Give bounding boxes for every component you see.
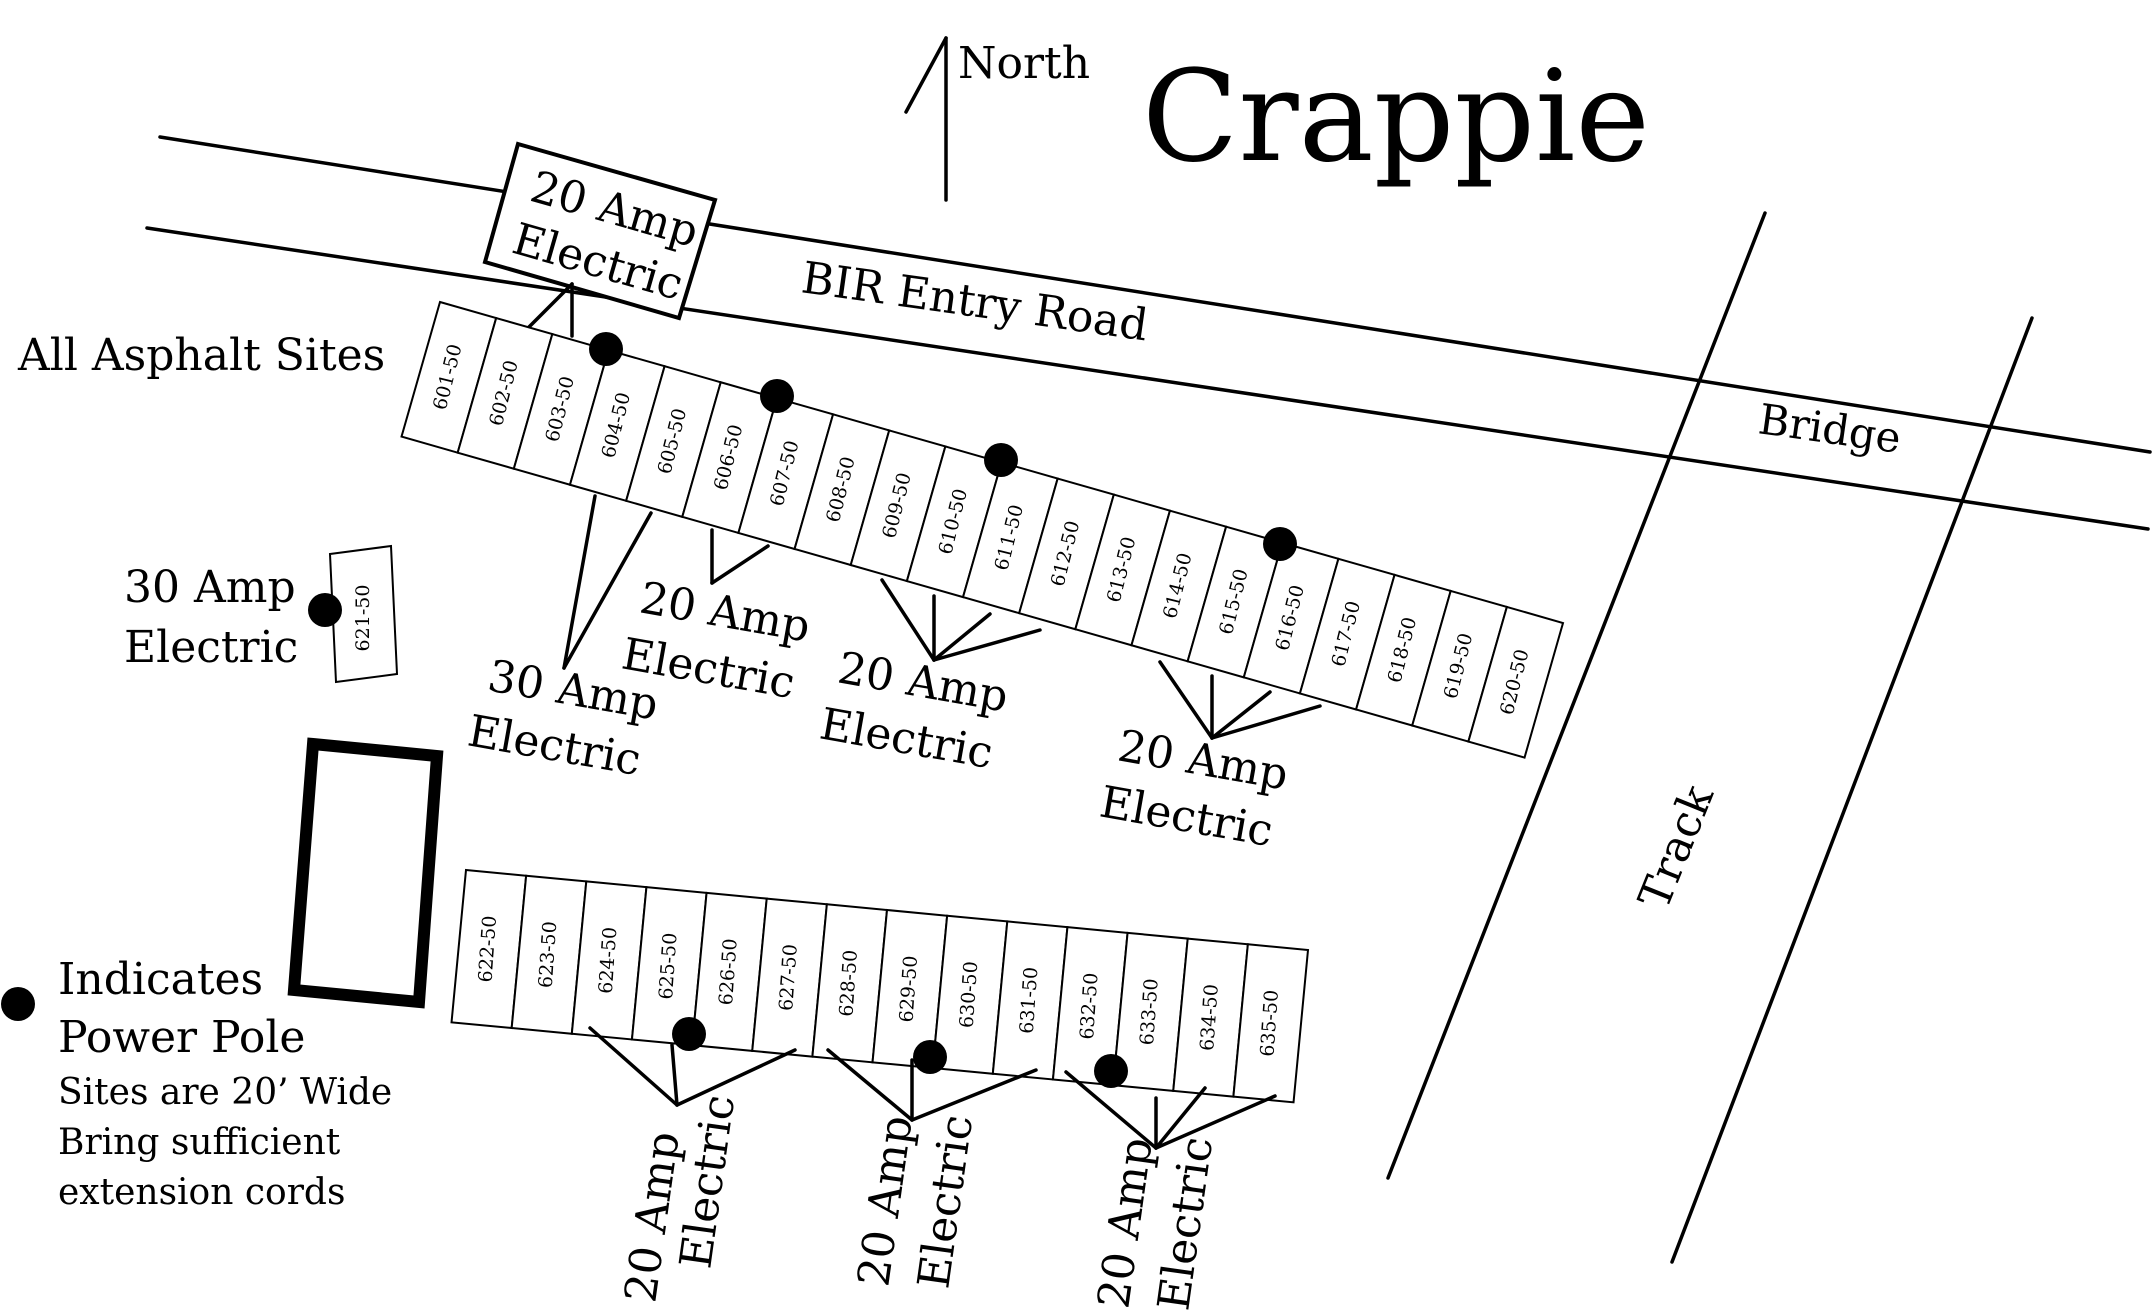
site-parcel: 602-50 xyxy=(456,316,554,470)
site-label: 634-50 xyxy=(1196,983,1223,1051)
left-electric-word: Electric xyxy=(124,622,298,673)
site-parcel: 635-50 xyxy=(1232,943,1310,1104)
site-parcel: 614-50 xyxy=(1130,509,1228,663)
site-label: 627-50 xyxy=(775,943,802,1011)
site-parcel: 620-50 xyxy=(1467,605,1565,759)
site-label: 631-50 xyxy=(1016,966,1043,1034)
site-parcel: 616-50 xyxy=(1242,541,1340,695)
north-arrow xyxy=(904,36,948,202)
track xyxy=(1386,211,2034,1264)
legend-line2: Power Pole xyxy=(58,1012,305,1063)
power-pole-icon xyxy=(1094,1054,1128,1088)
site-parcel: 618-50 xyxy=(1354,573,1452,727)
track-label: Track xyxy=(1629,778,1724,916)
site-box xyxy=(1467,605,1565,759)
site-label: 632-50 xyxy=(1076,972,1103,1040)
site-parcel: 624-50 xyxy=(570,880,648,1041)
power-pole-icon xyxy=(760,379,794,413)
site-label: 621-50 xyxy=(352,585,374,652)
bridge-label: Bridge xyxy=(1756,394,1904,462)
bottom-site-row: 622-50 623-50 624-50 625-50 626-50 627-50 628-… xyxy=(450,868,1310,1104)
site-label: 625-50 xyxy=(655,932,682,1000)
site-box xyxy=(1232,943,1310,1104)
site-parcel: 615-50 xyxy=(1186,525,1284,679)
top-electric-box xyxy=(482,141,718,338)
site-parcel: 627-50 xyxy=(751,897,828,1058)
site-parcel: 608-50 xyxy=(793,413,891,567)
power-poles-top xyxy=(589,332,1297,561)
site-parcel: 634-50 xyxy=(1172,937,1249,1098)
power-pole-icon xyxy=(984,443,1018,477)
entry-road xyxy=(145,135,2152,531)
site-parcel: 632-50 xyxy=(1051,926,1129,1087)
north-label: North xyxy=(958,38,1090,89)
legend-line1: Indicates xyxy=(58,954,263,1005)
electric-word: Electric xyxy=(670,1092,745,1272)
legend-note3: extension cords xyxy=(58,1172,345,1213)
legend-note1: Sites are 20’ Wide xyxy=(58,1072,392,1113)
site-parcel: 617-50 xyxy=(1298,557,1396,711)
power-poles-bottom xyxy=(672,1017,1128,1088)
building xyxy=(287,737,444,1009)
power-pole-icon xyxy=(913,1040,947,1074)
site-label: 630-50 xyxy=(956,961,983,1029)
site-parcel: 623-50 xyxy=(510,874,588,1035)
site-parcel: 604-50 xyxy=(568,348,666,503)
site-621: 621-50 xyxy=(328,544,399,684)
site-label: 635-50 xyxy=(1256,989,1283,1057)
site-label: 629-50 xyxy=(895,955,922,1023)
site-parcel: 622-50 xyxy=(450,868,528,1030)
site-parcel: 605-50 xyxy=(624,364,722,519)
legend-note2: Bring sufficient xyxy=(58,1122,341,1163)
site-parcel: 630-50 xyxy=(931,914,1009,1075)
site-parcel: 606-50 xyxy=(681,381,779,535)
site-parcel: 629-50 xyxy=(871,908,949,1070)
site-label: 626-50 xyxy=(715,938,742,1006)
site-parcel: 613-50 xyxy=(1074,493,1172,647)
power-pole-icon xyxy=(1263,527,1297,561)
power-pole-icon xyxy=(672,1017,706,1051)
power-pole-icon xyxy=(1,987,35,1021)
site-label: 624-50 xyxy=(595,926,622,994)
site-label: 623-50 xyxy=(535,921,562,989)
site-label: 622-50 xyxy=(474,915,501,983)
site-parcel: 619-50 xyxy=(1410,589,1509,743)
site-parcel: 610-50 xyxy=(905,445,1003,599)
site-label: 628-50 xyxy=(835,949,862,1017)
top-electric-leaders xyxy=(562,494,1322,740)
left-electric-amp: 30 Amp xyxy=(124,562,296,613)
asphalt-label: All Asphalt Sites xyxy=(17,330,385,381)
power-pole-icon xyxy=(308,593,342,627)
site-parcel: 628-50 xyxy=(811,903,889,1064)
map-title: Crappie xyxy=(1142,43,1650,190)
site-parcel: 612-50 xyxy=(1017,477,1116,631)
legend: Indicates Power Pole Sites are 20’ Wide … xyxy=(1,954,392,1213)
site-parcel: 607-50 xyxy=(737,397,835,551)
site-label: 633-50 xyxy=(1136,978,1163,1046)
power-pole-icon xyxy=(589,332,623,366)
bottom-electric-leaders xyxy=(588,1026,1277,1150)
